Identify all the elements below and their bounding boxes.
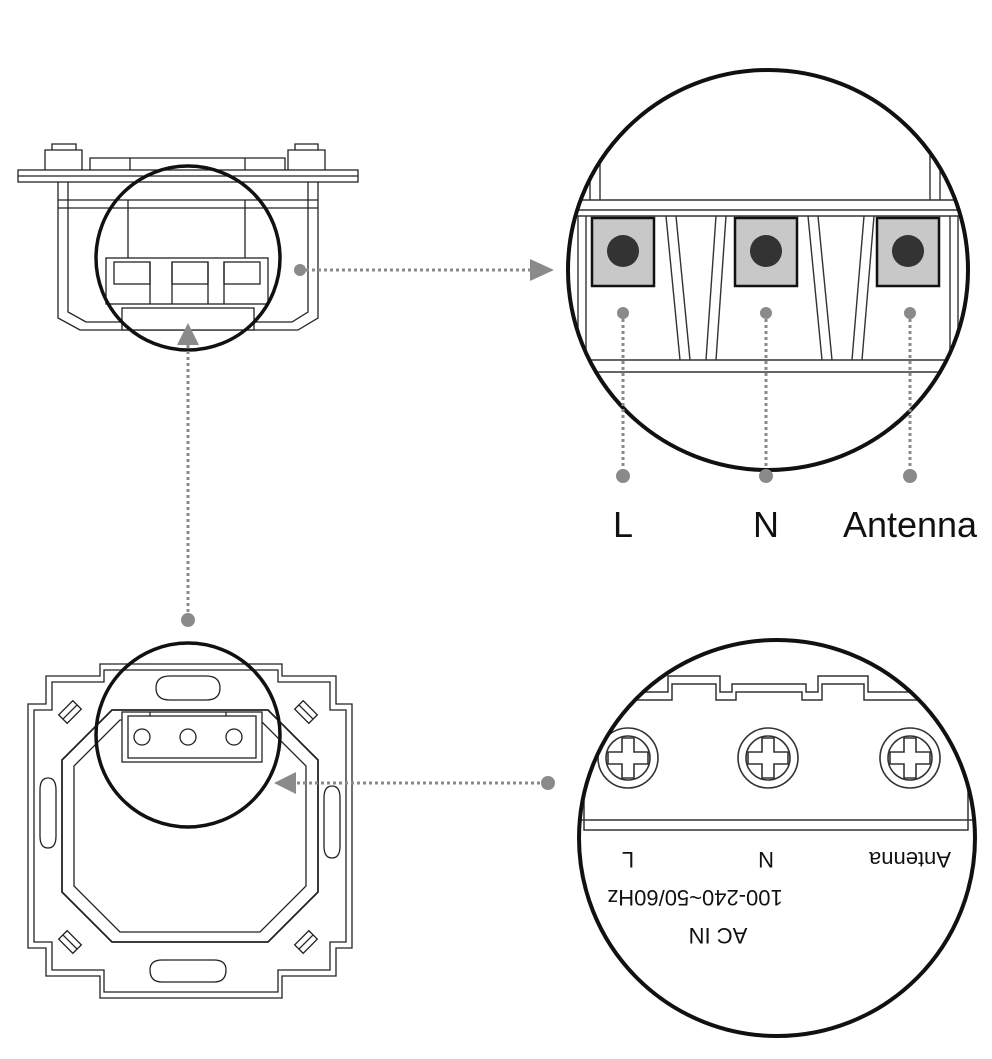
device-rear-view [27,663,353,999]
rear-label-ac-in: AC IN [689,923,748,948]
magnifier-circle-bottom [577,638,977,1038]
terminal-neutral [733,216,799,288]
screw-antenna [879,727,941,789]
rear-label-live: L [622,847,634,872]
screw-neutral [737,727,799,789]
device-side-view [17,143,359,331]
label-live: L [613,504,633,545]
screw-live [597,727,659,789]
arrow-side-to-magnifier [294,259,554,281]
magnified-rear-terminals: Antenna N L 100-240~50/60Hz AC IN [579,640,975,1036]
label-neutral: N [753,504,779,545]
zoom-circle-rear [94,641,282,829]
zoom-circle-side [94,164,282,352]
terminal-live [590,216,656,288]
rear-label-neutral: N [758,847,774,872]
rear-label-voltage: 100-240~50/60Hz [607,885,783,910]
arrow-rear-to-side [177,323,199,627]
magnified-side-terminals [568,70,968,470]
terminal-antenna [875,216,941,288]
label-antenna: Antenna [843,504,978,545]
terminal-leader-dots [616,307,917,483]
arrow-magnifier-to-rear [274,772,555,794]
rear-label-antenna: Antenna [868,847,951,872]
